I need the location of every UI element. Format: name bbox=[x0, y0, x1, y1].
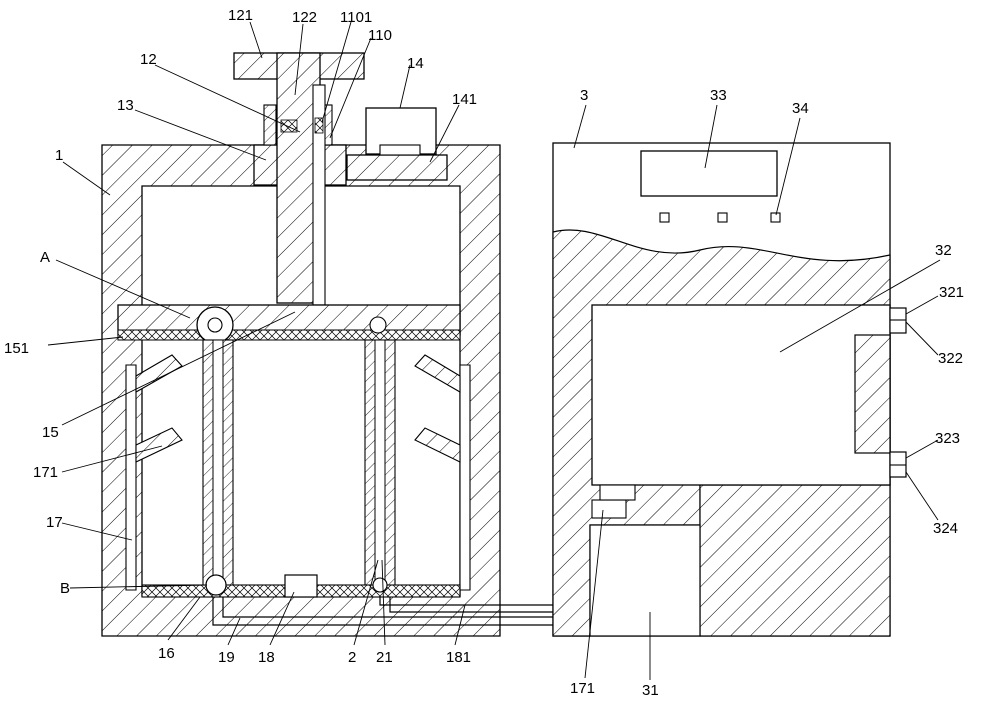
chamber-wall bbox=[854, 334, 891, 454]
liner-17-right bbox=[459, 364, 471, 591]
label-122: 122 bbox=[292, 9, 317, 26]
display-33 bbox=[640, 150, 778, 197]
valve-b-left bbox=[205, 574, 227, 596]
label-B: B bbox=[60, 580, 70, 597]
blade-171-left-bot bbox=[135, 427, 183, 463]
pump-18 bbox=[284, 574, 318, 598]
label-171-left: 171 bbox=[33, 464, 58, 481]
pipe-2-bore bbox=[374, 339, 386, 591]
part-labels: 121 122 1101 110 12 14 141 13 1 A 151 15… bbox=[4, 7, 964, 699]
label-3: 3 bbox=[580, 87, 588, 104]
label-171-right: 171 bbox=[570, 680, 595, 697]
valve-a-right bbox=[369, 316, 387, 334]
lower-block bbox=[699, 484, 891, 637]
pipe-left-bore bbox=[212, 339, 224, 591]
chamber-32 bbox=[591, 304, 891, 486]
label-321: 321 bbox=[939, 284, 964, 301]
label-33: 33 bbox=[710, 87, 727, 104]
label-324: 324 bbox=[933, 520, 958, 537]
label-121: 121 bbox=[228, 7, 253, 24]
blade-171-right-bot bbox=[414, 427, 461, 463]
press-plate-lining-151 bbox=[117, 329, 461, 341]
liner-17-left bbox=[125, 364, 137, 591]
label-14: 14 bbox=[407, 55, 424, 72]
label-A: A bbox=[40, 249, 50, 266]
label-322: 322 bbox=[938, 350, 963, 367]
collector-31 bbox=[589, 524, 701, 637]
label-141: 141 bbox=[452, 91, 477, 108]
label-110: 110 bbox=[368, 27, 392, 44]
label-1101: 1101 bbox=[340, 9, 372, 26]
label-12: 12 bbox=[140, 51, 157, 68]
button-34-1 bbox=[659, 212, 670, 223]
label-18: 18 bbox=[258, 649, 275, 666]
label-15: 15 bbox=[42, 424, 59, 441]
label-32: 32 bbox=[935, 242, 952, 259]
label-21: 21 bbox=[376, 649, 393, 666]
button-34-3 bbox=[770, 212, 781, 223]
blade-171-right-top bbox=[414, 354, 461, 393]
valve-a-left-inner bbox=[207, 317, 223, 333]
label-13: 13 bbox=[117, 97, 134, 114]
label-19: 19 bbox=[218, 649, 235, 666]
label-17: 17 bbox=[46, 514, 63, 531]
valve-b-right bbox=[372, 577, 388, 593]
label-16: 16 bbox=[158, 645, 175, 662]
label-151: 151 bbox=[4, 340, 29, 357]
button-34-2 bbox=[717, 212, 728, 223]
label-181: 181 bbox=[446, 649, 471, 666]
blade-171-left-top bbox=[135, 354, 183, 393]
label-2: 2 bbox=[348, 649, 356, 666]
spring-12 bbox=[280, 119, 298, 133]
label-34: 34 bbox=[792, 100, 809, 117]
sleeve-110 bbox=[263, 104, 277, 146]
label-31: 31 bbox=[642, 682, 659, 699]
motor-mount-141 bbox=[346, 154, 448, 181]
label-1: 1 bbox=[55, 147, 63, 164]
label-323: 323 bbox=[935, 430, 960, 447]
outlet-pipe-181-inner bbox=[389, 597, 565, 613]
inlet-171b bbox=[591, 499, 627, 519]
inlet-sleeve bbox=[599, 484, 636, 501]
spring-1101 bbox=[314, 117, 324, 134]
leader-lines bbox=[47, 21, 941, 680]
motor-coupling bbox=[379, 144, 421, 156]
